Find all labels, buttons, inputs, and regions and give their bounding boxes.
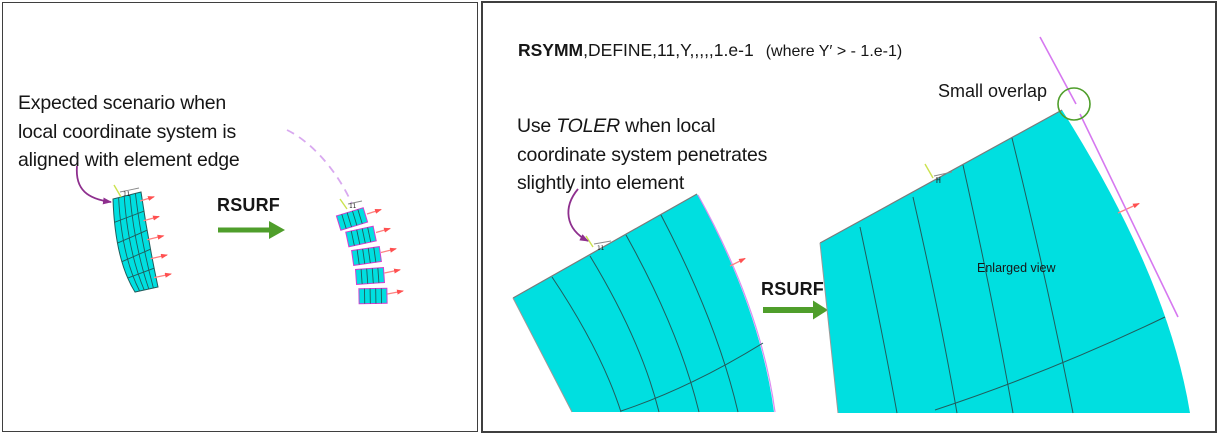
toler-mesh: 11	[512, 193, 776, 413]
rsurf-label-left: RSURF	[217, 195, 280, 215]
expected-scenario-caption: Expected scenario when local coordinate …	[18, 89, 240, 175]
rsymm-keyword: RSYMM	[518, 40, 584, 60]
cs-triad-icon	[339, 198, 348, 210]
rsurf-arrow-left	[218, 221, 285, 239]
caption-line: local coordinate system is	[18, 120, 237, 143]
cs-tick-mark	[119, 187, 140, 193]
rsymm-args: ,DEFINE,11,Y,,,,,1.e-1	[583, 40, 754, 60]
symmetry-line-upper	[1039, 36, 1077, 105]
cs-triad-icon	[924, 163, 934, 179]
caption-line: slightly into element	[517, 172, 685, 194]
cs-tick-mark	[933, 171, 953, 177]
cs-id-label: 11	[123, 191, 131, 198]
toler-caption: Use TOLER when local coordinate system p…	[517, 112, 767, 198]
after-mesh-normal-arrows	[366, 208, 404, 295]
caption-line: Expected scenario when	[18, 92, 227, 114]
overlap-highlight-circle	[1057, 87, 1091, 121]
caption-line: aligned with element edge	[18, 149, 240, 171]
cs-tick-mark	[593, 240, 612, 245]
normal-arrow	[729, 257, 746, 267]
cs-triad-icon	[113, 184, 122, 198]
toler-pointer-arrow	[567, 188, 589, 242]
rsurf-arrow-right	[763, 300, 828, 320]
after-mesh: 11	[335, 198, 388, 305]
caption-line: Use TOLER when local	[517, 115, 716, 137]
rsymm-command-line: RSYMM,DEFINE,11,Y,,,,,1.e-1 (where Y′ > -…	[518, 40, 902, 61]
symmetry-line	[697, 194, 776, 413]
before-mesh-normal-arrows	[139, 196, 172, 279]
cs-id-label: 11	[597, 245, 605, 252]
left-panel	[2, 2, 478, 432]
symmetry-line-lower	[1079, 113, 1179, 318]
cs-tick-mark	[347, 200, 363, 205]
small-overlap-label: Small overlap	[938, 81, 1048, 101]
caption-pointer-arrow	[76, 165, 112, 205]
right-panel	[481, 1, 1217, 433]
enlarged-mesh: H	[819, 109, 1190, 414]
rsurf-label-right: RSURF	[761, 279, 824, 299]
enlarged-view-label: Enlarged view	[977, 261, 1056, 275]
normal-arrow	[1117, 202, 1140, 214]
target-surface-dashed-spline	[286, 129, 353, 205]
toler-keyword: TOLER	[556, 115, 620, 137]
cs-id-label: H	[936, 176, 941, 185]
caption-line: coordinate system penetrates	[517, 143, 768, 166]
rsymm-note: (where Y′ > - 1.e-1)	[765, 43, 903, 60]
before-mesh: 11	[112, 184, 159, 293]
cs-id-label: 11	[349, 203, 357, 210]
